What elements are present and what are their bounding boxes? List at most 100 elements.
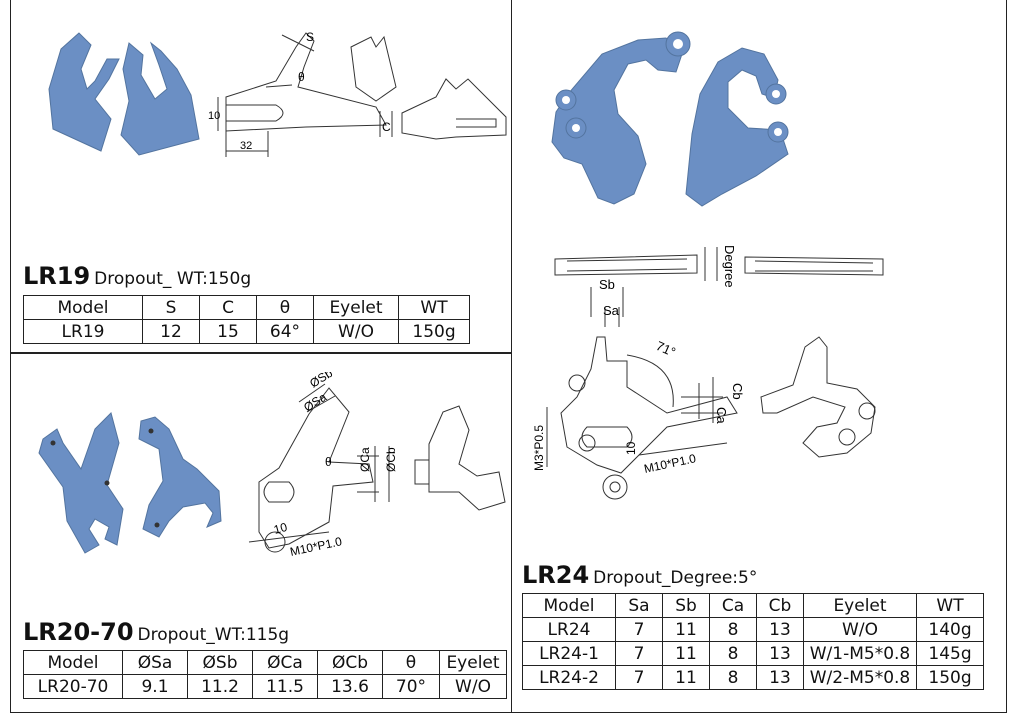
- lr20-70-model-code: LR20-70: [23, 618, 134, 646]
- lr19-model-code: LR19: [23, 262, 91, 290]
- column-header: Eyelet: [313, 295, 399, 320]
- table-cell: W/O: [803, 617, 917, 642]
- table-cell: 8: [709, 617, 757, 642]
- lr24-model-code: LR24: [522, 561, 590, 589]
- column-header: WT: [398, 295, 470, 320]
- lr19-dim-10: 10: [208, 110, 220, 122]
- column-header: Eyelet: [803, 593, 917, 618]
- lr19-technical-drawing: S θ C 10 32: [208, 30, 507, 157]
- table-cell: 12: [142, 319, 200, 344]
- column-header: WT: [916, 593, 984, 618]
- lr24-label-cb: Cb: [730, 383, 745, 400]
- lr19-dim-32: 32: [240, 140, 252, 152]
- table-cell: 11: [662, 641, 710, 666]
- lr24-m3-thread-label: M3*P0.5: [532, 425, 546, 471]
- table-cell: W/2-M5*0.8: [803, 665, 917, 690]
- table-cell: 15: [199, 319, 257, 344]
- table-cell: 7: [615, 617, 663, 642]
- column-header: Model: [23, 295, 143, 320]
- lr20-70-label-theta: θ: [325, 455, 332, 469]
- lr20-70-description: Dropout_WT:115g: [137, 625, 290, 645]
- column-header: ØSa: [122, 650, 188, 675]
- table-cell: LR24: [522, 617, 616, 642]
- lr20-70-dim-10: 10: [272, 520, 289, 537]
- column-header: ØCb: [317, 650, 383, 675]
- lr19-description: Dropout_ WT:150g: [94, 269, 252, 289]
- table-cell: 145g: [916, 641, 984, 666]
- table-cell: 11.5: [252, 674, 318, 699]
- lr24-label-sa: Sa: [603, 303, 620, 318]
- column-header: C: [199, 295, 257, 320]
- column-header: Sa: [615, 593, 663, 618]
- lr24-panel: Degree Sb Sa 71° Ca Cb M3*P0.5 10 M10*P1…: [511, 0, 1007, 713]
- table-cell: 13.6: [317, 674, 383, 699]
- column-header: Ca: [709, 593, 757, 618]
- lr20-70-thread-label: M10*P1.0: [289, 534, 344, 559]
- table-cell: 8: [709, 641, 757, 666]
- lr24-label-degree: Degree: [722, 245, 737, 288]
- lr24-dim-10: 10: [624, 441, 638, 455]
- lr24-label-angle: 71°: [654, 338, 678, 360]
- lr19-label-theta: θ: [298, 70, 305, 84]
- column-header: Sb: [662, 593, 710, 618]
- table-cell: 150g: [916, 665, 984, 690]
- table-cell: LR20-70: [23, 674, 123, 699]
- column-header: Cb: [756, 593, 804, 618]
- table-cell: 9.1: [122, 674, 188, 699]
- column-header: Model: [23, 650, 123, 675]
- table-cell: 64°: [256, 319, 314, 344]
- lr24-label-ca: Ca: [714, 407, 729, 424]
- table-cell: 8: [709, 665, 757, 690]
- column-header: θ: [256, 295, 314, 320]
- column-header: θ: [382, 650, 440, 675]
- lr20-70-photo: [38, 412, 222, 554]
- lr24-label-sb: Sb: [599, 277, 615, 292]
- table-cell: LR24-1: [522, 641, 616, 666]
- lr20-70-label-osb: ØSb: [307, 372, 335, 391]
- table-cell: W/O: [439, 674, 507, 699]
- lr24-photo: [551, 31, 789, 207]
- lr24-technical-drawing: Degree Sb Sa 71° Ca Cb M3*P0.5 10 M10*P1…: [532, 245, 884, 500]
- column-header: ØSb: [187, 650, 253, 675]
- lr19-photo: [48, 32, 200, 156]
- table-cell: 11: [662, 617, 710, 642]
- table-cell: 11.2: [187, 674, 253, 699]
- lr19-label-c: C: [382, 120, 391, 134]
- table-cell: 7: [615, 665, 663, 690]
- table-cell: 7: [615, 641, 663, 666]
- lr20-70-technical-drawing: ØSb ØSa θ ØCa ØCb 10 M10*P1.0: [248, 372, 506, 559]
- table-cell: LR19: [23, 319, 143, 344]
- lr20-70-label-oca: ØCa: [358, 447, 372, 472]
- lr20-70-label-ocb: ØCb: [384, 447, 398, 472]
- table-cell: 150g: [398, 319, 470, 344]
- table-cell: 13: [756, 665, 804, 690]
- table-cell: 13: [756, 641, 804, 666]
- column-header: Eyelet: [439, 650, 507, 675]
- table-cell: 140g: [916, 617, 984, 642]
- table-cell: W/1-M5*0.8: [803, 641, 917, 666]
- lr19-label-s: S: [306, 30, 314, 44]
- table-cell: W/O: [313, 319, 399, 344]
- table-cell: 13: [756, 617, 804, 642]
- table-cell: LR24-2: [522, 665, 616, 690]
- table-cell: 11: [662, 665, 710, 690]
- column-header: S: [142, 295, 200, 320]
- lr24-m10-thread-label: M10*P1.0: [643, 451, 698, 476]
- lr24-description: Dropout_Degree:5°: [593, 568, 758, 588]
- column-header: Model: [522, 593, 616, 618]
